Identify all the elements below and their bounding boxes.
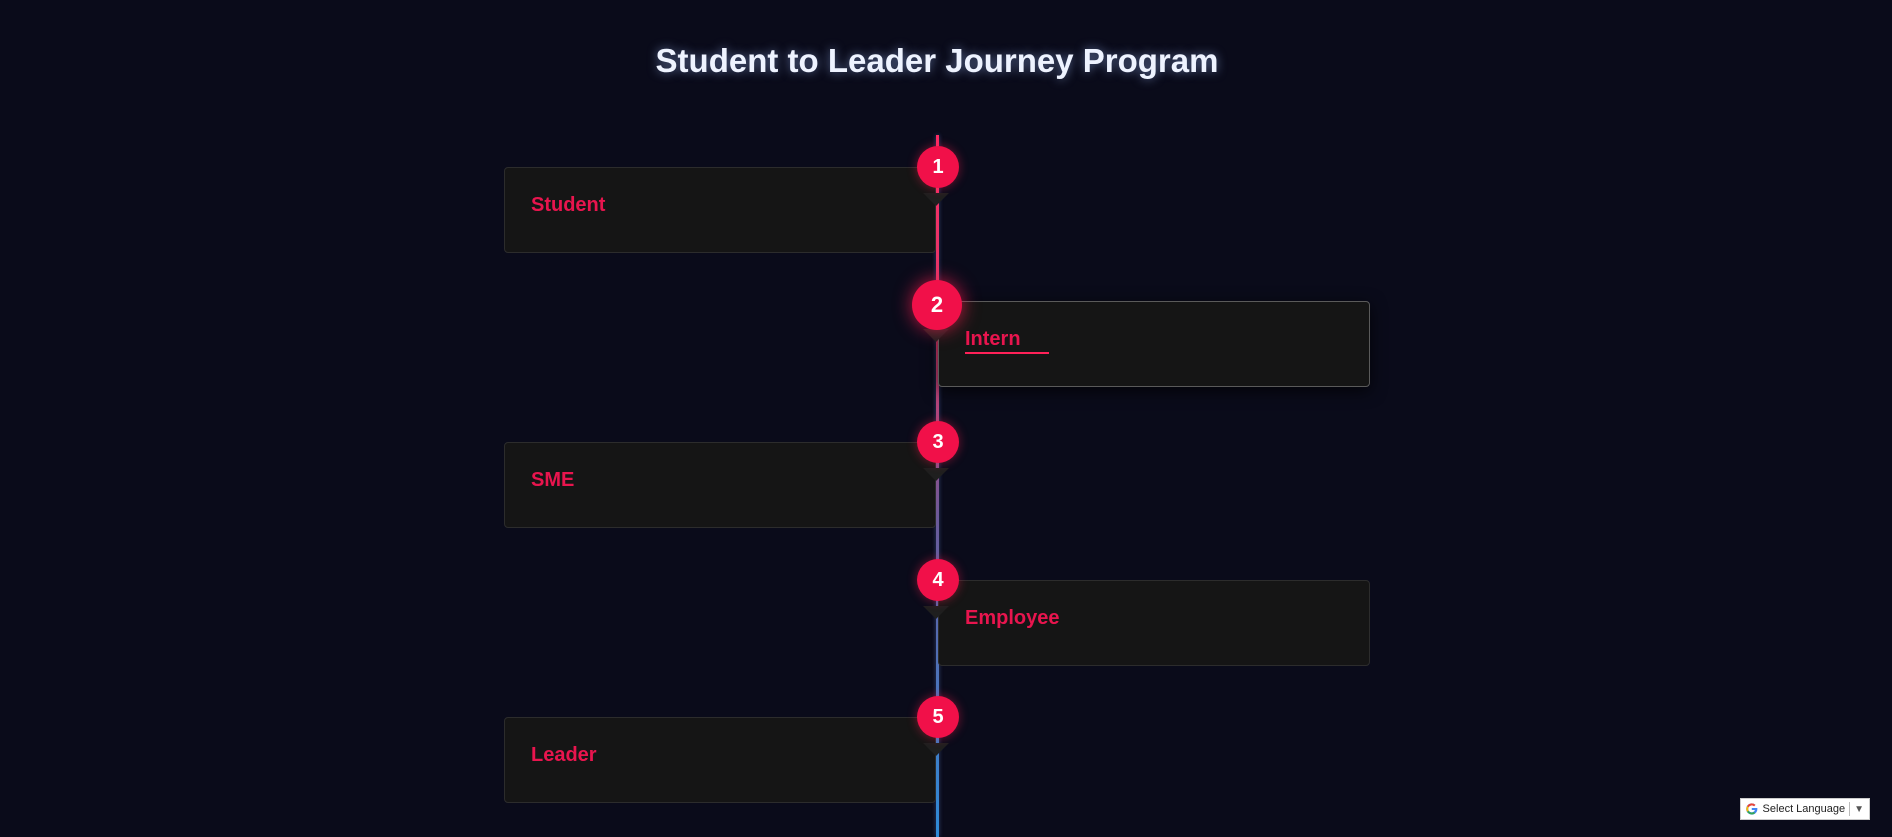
card-label: Student [531,194,606,216]
step-number-5[interactable]: 5 [917,696,959,738]
card-label: Intern [965,328,1021,350]
language-select-label: Select Language [1762,803,1846,815]
card-pointer [923,743,949,756]
step-number-4[interactable]: 4 [917,559,959,601]
chevron-down-icon: ▼ [1854,803,1864,815]
card-pointer [923,606,949,619]
card-label: SME [531,469,575,491]
card-pointer [923,329,949,342]
divider [1849,802,1851,816]
card-pointer [923,468,949,481]
card-label-underline [965,352,1049,354]
timeline-card-sme[interactable]: SME [504,442,936,528]
page-title: Student to Leader Journey Program [655,42,1219,79]
timeline-card-leader[interactable]: Leader [504,717,936,803]
google-g-icon [1746,803,1758,815]
step-number-2[interactable]: 2 [912,280,962,330]
card-label: Leader [531,744,597,766]
timeline-line [936,135,939,837]
language-select[interactable]: Select Language ▼ [1740,798,1870,820]
card-label: Employee [965,607,1060,629]
timeline-card-student[interactable]: Student [504,167,936,253]
step-number-3[interactable]: 3 [917,421,959,463]
card-pointer [923,193,949,206]
step-number-1[interactable]: 1 [917,146,959,188]
timeline-card-employee[interactable]: Employee [938,580,1370,666]
timeline-card-intern[interactable]: Intern [938,301,1370,387]
